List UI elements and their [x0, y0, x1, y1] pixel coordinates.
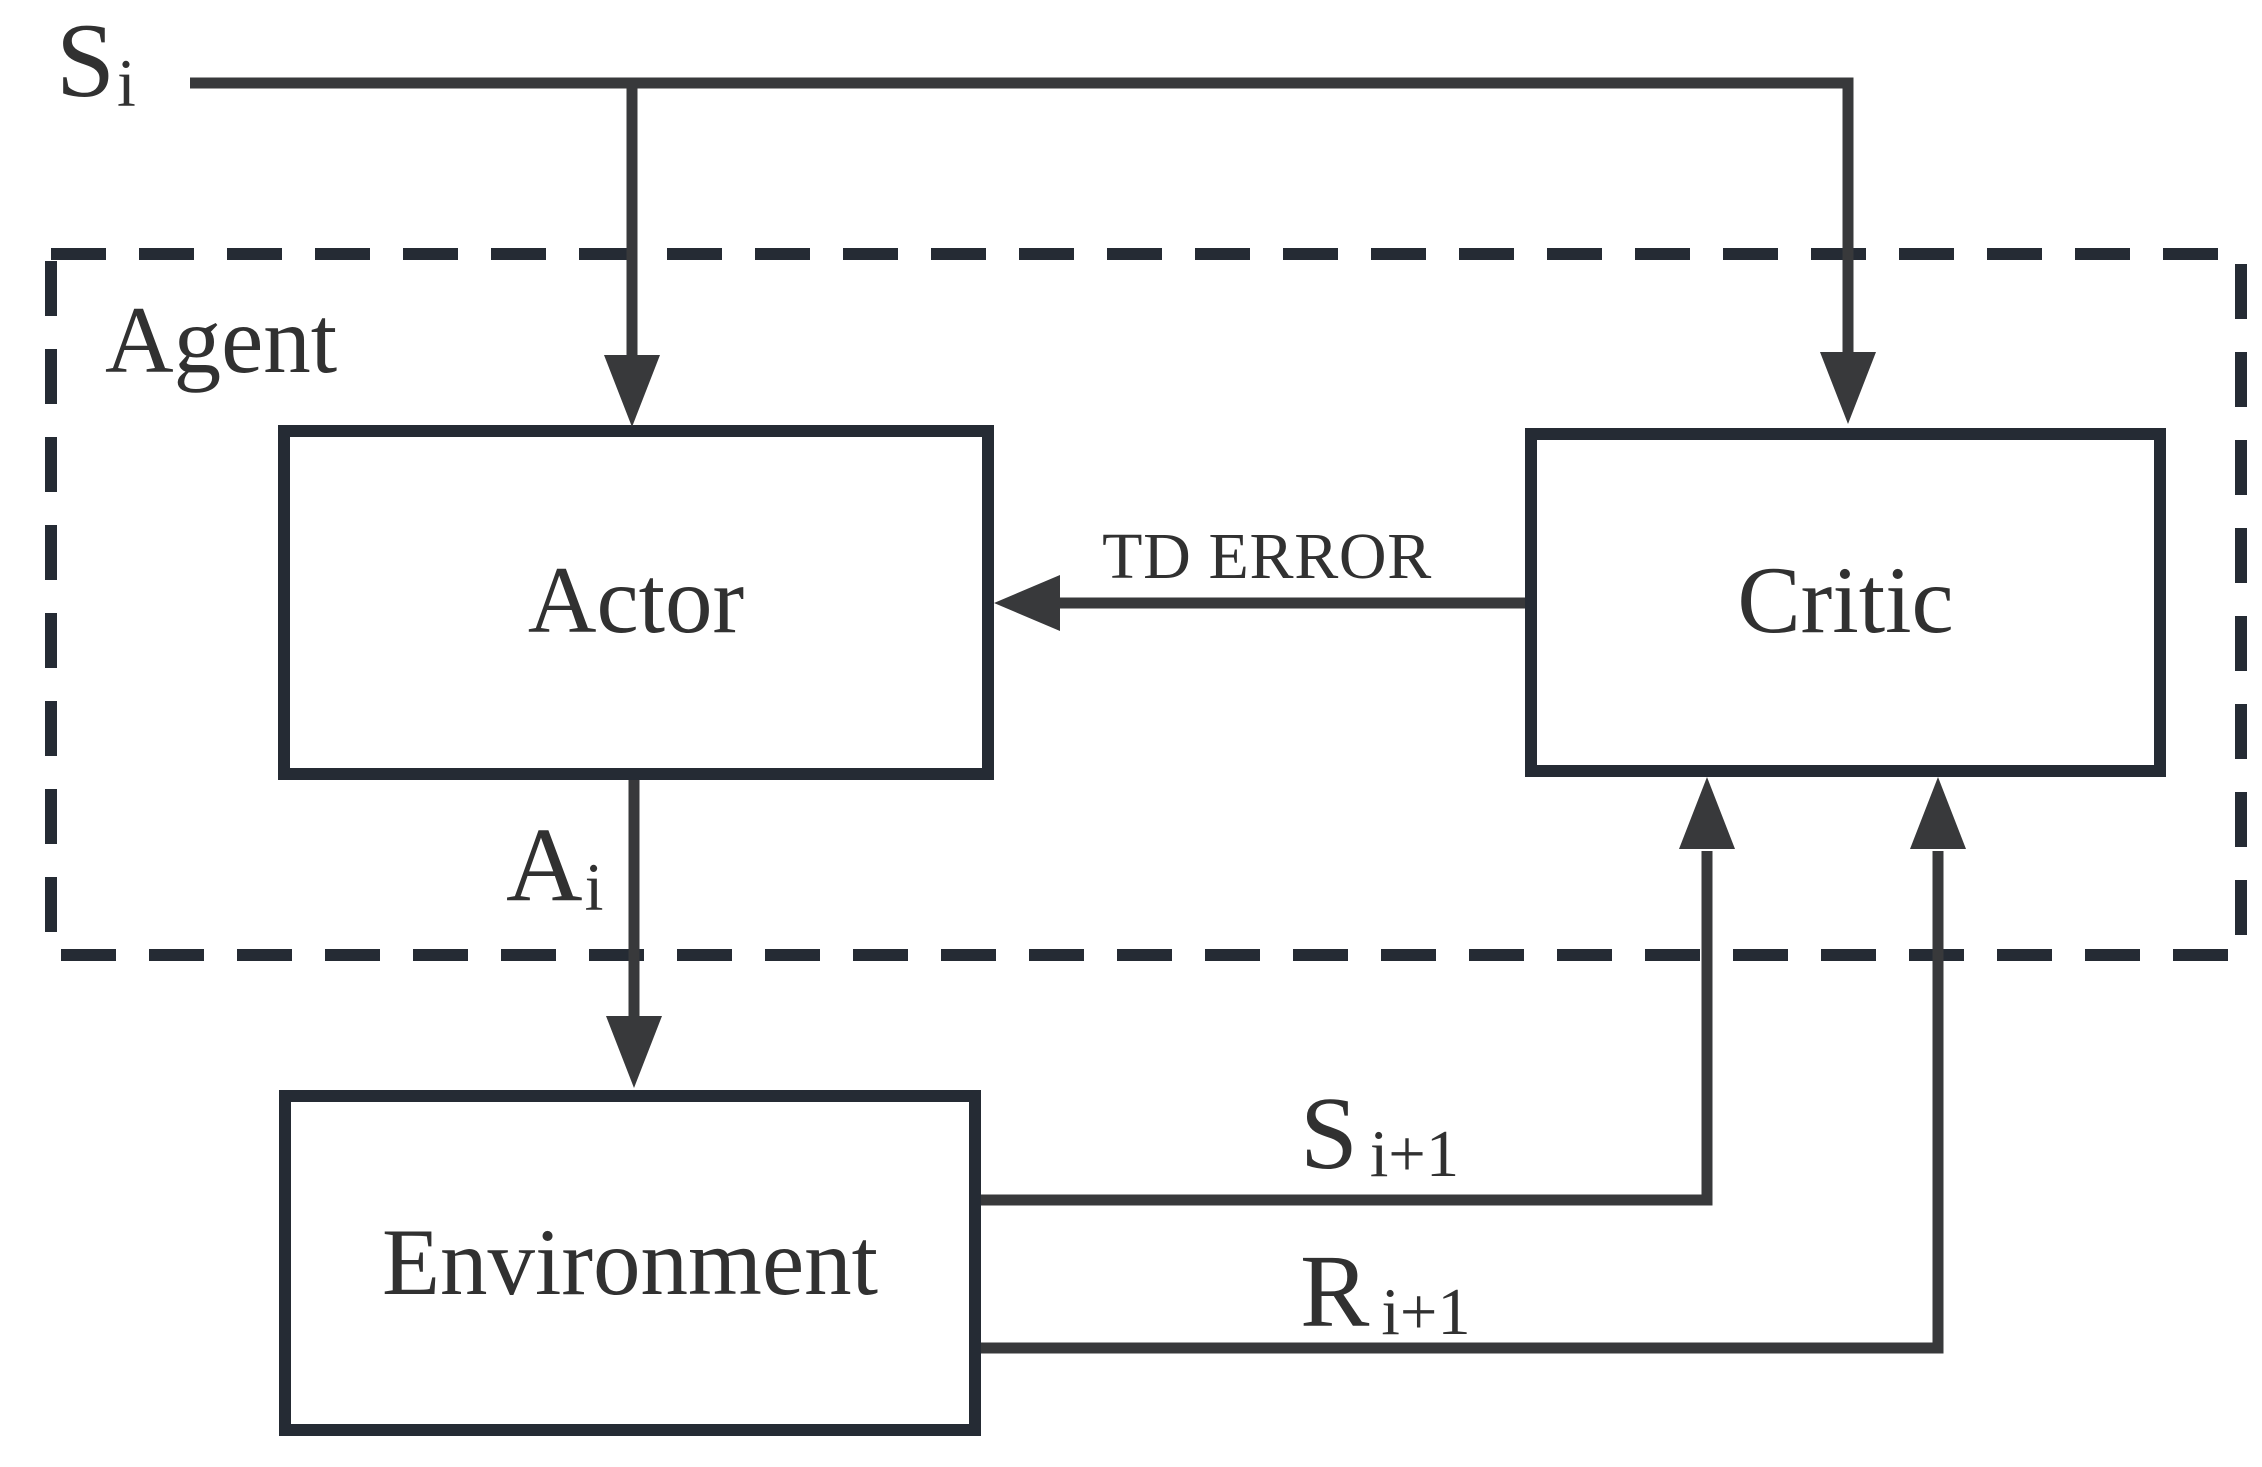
state-signal-base: S: [56, 2, 115, 119]
td-error-label: TD ERROR: [1102, 520, 1432, 593]
action-signal-base: A: [506, 806, 583, 923]
arrowhead-action-into-environment: [606, 1016, 662, 1088]
action-signal-subscript: i: [584, 850, 604, 926]
action-signal-label: Ai: [506, 812, 603, 922]
critic-label: Critic: [1737, 547, 1954, 653]
next-state-line: [981, 851, 1713, 1206]
reward-signal-subscript: i+1: [1381, 1275, 1471, 1349]
actor-label: Actor: [527, 547, 745, 653]
environment-label: Environment: [381, 1209, 878, 1315]
arrowhead-state-into-actor: [604, 355, 660, 427]
arrowhead-next-state-into-critic: [1679, 777, 1735, 849]
reward-signal-base: R: [1300, 1234, 1370, 1349]
state-signal-label: Si: [56, 8, 136, 118]
next-state-signal-base: S: [1300, 1076, 1358, 1191]
next-state-signal-subscript: i+1: [1369, 1117, 1460, 1191]
state-input-line: [190, 77, 1854, 354]
arrowhead-td-error-into-actor: [994, 575, 1060, 631]
arrowhead-state-into-critic: [1820, 352, 1876, 424]
environment-box: [279, 1090, 981, 1436]
agent-label: Agent: [105, 287, 338, 393]
state-signal-subscript: i: [116, 46, 136, 122]
arrowhead-reward-into-critic: [1910, 777, 1966, 849]
actor-box: [278, 425, 994, 780]
agent-boundary-box: [45, 248, 2247, 961]
reward-line: [981, 851, 1944, 1354]
critic-box: [1525, 428, 2166, 777]
